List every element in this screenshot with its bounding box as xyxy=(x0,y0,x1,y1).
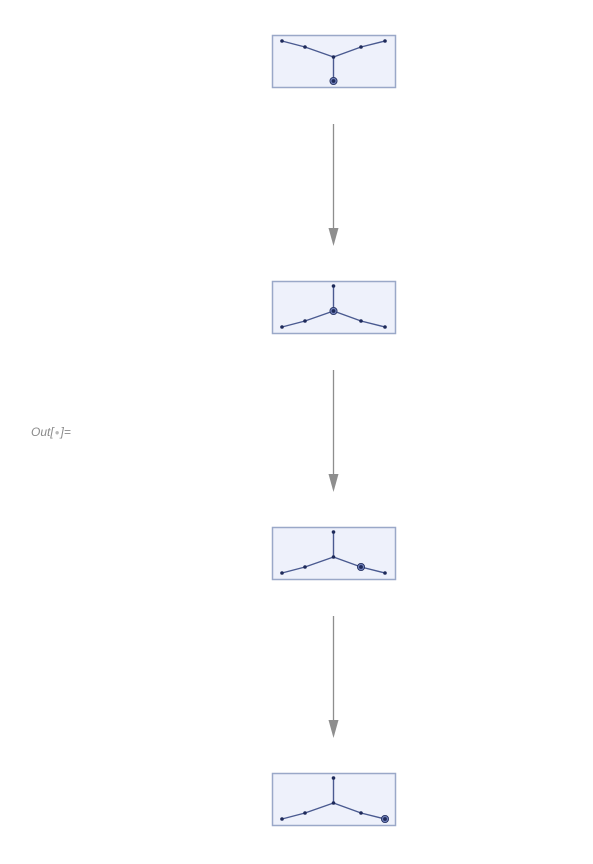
state-1-edge-left-end-left-middle xyxy=(281,40,306,48)
state-4-edge-left-end-left-middle xyxy=(281,812,306,820)
state-1-graph xyxy=(271,34,397,89)
state-3-vertex-right-end xyxy=(383,571,387,575)
state-2-graph xyxy=(271,280,397,335)
state-2-vertex-top-end xyxy=(331,284,336,288)
state-3-graph xyxy=(271,526,397,581)
state-2-vertex-left-end xyxy=(280,325,284,329)
state-4-vertex-right-end-highlighted xyxy=(383,817,387,821)
state-1-vertex-bottom-end-highlighted xyxy=(331,79,336,83)
state-4-edge-right-middle-right-end xyxy=(360,812,386,820)
state-3-vertex-left-middle xyxy=(303,565,307,569)
output-label-suffix: ]= xyxy=(60,425,71,439)
state-3-vertex-center xyxy=(331,555,336,559)
state-4-vertex-left-end xyxy=(280,817,284,821)
state-4-vertex-left-middle xyxy=(303,811,307,815)
state-4-vertex-right-middle xyxy=(359,811,363,815)
state-2-edge-right-middle-right-end xyxy=(360,320,386,328)
state-4-graph xyxy=(271,772,397,827)
state-4-vertex-center xyxy=(331,801,336,805)
transition-arrow-head-1 xyxy=(328,228,339,246)
state-1-edge-right-middle-right-end xyxy=(360,40,386,48)
state-3-vertex-top-end xyxy=(331,530,336,534)
state-1-vertex-center xyxy=(331,55,336,59)
transition-arrow-head-3 xyxy=(328,720,339,738)
state-4-edge-left-middle-center xyxy=(304,802,334,814)
state-3-edge-right-middle-right-end xyxy=(360,566,386,574)
state-1-vertex-left-end xyxy=(280,39,284,43)
state-4-edge-center-right-middle xyxy=(333,802,362,814)
state-2-edge-left-end-left-middle xyxy=(281,320,306,328)
state-4-vertex-top-end xyxy=(331,776,336,780)
state-2-vertex-right-middle xyxy=(359,319,363,323)
state-2-edge-left-middle-center xyxy=(304,310,334,322)
transition-arrow-3 xyxy=(328,616,339,738)
output-label: Out[●]= xyxy=(31,425,71,439)
output-label-marker: ● xyxy=(54,428,60,437)
state-2-vertex-center-highlighted xyxy=(331,309,336,313)
output-label-prefix: Out[ xyxy=(31,425,54,439)
state-2-vertex-right-end xyxy=(383,325,387,329)
state-3-edge-left-end-left-middle xyxy=(281,566,306,574)
state-2-edge-center-right-middle xyxy=(333,310,362,322)
state-1-vertex-left-middle xyxy=(303,45,307,49)
state-2-vertex-left-middle xyxy=(303,319,307,323)
state-3-vertex-right-middle-highlighted xyxy=(359,565,363,569)
state-1-edge-left-middle-center xyxy=(304,46,334,58)
transition-arrow-head-2 xyxy=(328,474,339,492)
state-3-edge-center-right-middle xyxy=(333,556,362,568)
state-3-vertex-left-end xyxy=(280,571,284,575)
transition-arrow-2 xyxy=(328,370,339,492)
state-1-vertex-right-middle xyxy=(359,45,363,49)
state-1-edge-center-right-middle xyxy=(333,46,362,58)
transition-arrow-1 xyxy=(328,124,339,246)
state-3-edge-left-middle-center xyxy=(304,556,334,568)
state-1-vertex-right-end xyxy=(383,39,387,43)
